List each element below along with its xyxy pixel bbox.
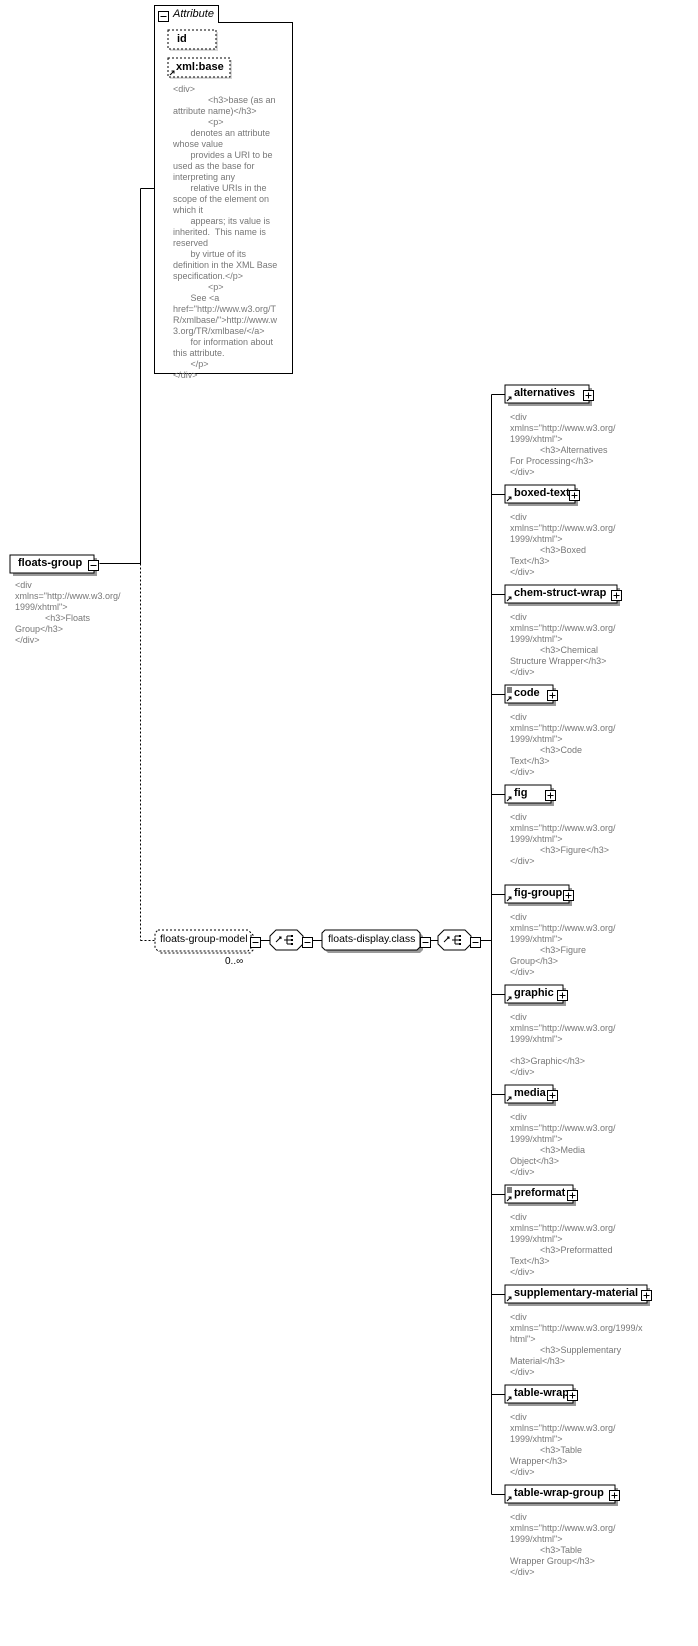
element-box-fig-group[interactable]: fig-group xyxy=(504,884,572,906)
attribute-panel-tab xyxy=(154,5,219,23)
element-box-boxed-text[interactable]: boxed-text xyxy=(504,484,578,506)
attribute-xml-base-documentation: <div> <h3>base (as an attribute name)</h… xyxy=(173,84,278,380)
class-group-box[interactable]: floats-display.class xyxy=(321,929,423,953)
element-box-fig[interactable]: fig xyxy=(504,784,554,806)
element-box-supplementary-material[interactable]: supplementary-material xyxy=(504,1284,650,1306)
element-documentation: <div xmlns="http://www.w3.org/ 1999/xhtm… xyxy=(510,412,616,477)
element-name: graphic xyxy=(514,987,554,999)
element-name: code xyxy=(514,687,540,699)
element-name: boxed-text xyxy=(514,487,570,499)
element-documentation: <div xmlns="http://www.w3.org/ 1999/xhtm… xyxy=(510,712,616,777)
element-name: table-wrap xyxy=(514,1387,570,1399)
element-box-table-wrap-group[interactable]: table-wrap-group xyxy=(504,1484,618,1506)
element-box-graphic[interactable]: graphic xyxy=(504,984,566,1006)
element-documentation: <div xmlns="http://www.w3.org/ 1999/xhtm… xyxy=(510,812,616,866)
element-name: preformat xyxy=(514,1187,566,1199)
element-documentation: <div xmlns="http://www.w3.org/ 1999/xhtm… xyxy=(510,1212,616,1277)
expand-icon[interactable] xyxy=(547,688,558,701)
expand-icon[interactable] xyxy=(557,988,568,1001)
model-group-occurrence: 0..∞ xyxy=(225,956,244,967)
element-name: fig xyxy=(514,787,528,799)
expand-icon[interactable] xyxy=(583,388,594,401)
root-element-name: floats-group xyxy=(18,557,83,569)
element-documentation: <div xmlns="http://www.w3.org/ 1999/xhtm… xyxy=(510,912,616,977)
element-documentation: <div xmlns="http://www.w3.org/1999/x htm… xyxy=(510,1312,643,1377)
attribute-xml-base-name: xml:base xyxy=(176,61,224,73)
element-documentation: <div xmlns="http://www.w3.org/ 1999/xhtm… xyxy=(510,1512,616,1577)
model-group-name: floats-group-model xyxy=(160,933,248,945)
expand-icon[interactable] xyxy=(547,1088,558,1101)
expand-icon[interactable] xyxy=(609,1488,620,1501)
root-collapse-icon[interactable] xyxy=(88,558,99,571)
element-name: supplementary-material xyxy=(514,1287,639,1299)
expand-icon[interactable] xyxy=(569,488,580,501)
class-group-collapse-icon[interactable] xyxy=(420,935,431,948)
element-documentation: <div xmlns="http://www.w3.org/ 1999/xhtm… xyxy=(510,512,616,577)
root-documentation: <div xmlns="http://www.w3.org/ 1999/xhtm… xyxy=(15,580,121,645)
attribute-panel-title: Attribute xyxy=(173,8,214,20)
element-box-chem-struct-wrap[interactable]: chem-struct-wrap xyxy=(504,584,620,606)
element-box-media[interactable]: media xyxy=(504,1084,556,1106)
element-box-preformat[interactable]: preformat xyxy=(504,1184,576,1206)
expand-icon[interactable] xyxy=(567,1388,578,1401)
attribute-xml-base-box[interactable]: xml:base xyxy=(167,57,232,79)
expand-icon[interactable] xyxy=(563,888,574,901)
sequence-compositor-2[interactable] xyxy=(437,929,472,951)
root-element-box[interactable]: floats-group xyxy=(9,554,97,576)
expand-icon[interactable] xyxy=(545,788,556,801)
sequence-2-collapse-icon[interactable] xyxy=(470,935,481,948)
element-documentation: <div xmlns="http://www.w3.org/ 1999/xhtm… xyxy=(510,1012,616,1077)
element-documentation: <div xmlns="http://www.w3.org/ 1999/xhtm… xyxy=(510,612,616,677)
element-name: media xyxy=(514,1087,546,1099)
attribute-id-name: id xyxy=(177,33,187,45)
attribute-collapse-icon[interactable] xyxy=(158,9,169,22)
element-documentation: <div xmlns="http://www.w3.org/ 1999/xhtm… xyxy=(510,1112,616,1177)
element-name: fig-group xyxy=(514,887,563,899)
sequence-compositor-1[interactable] xyxy=(269,929,304,951)
element-box-code[interactable]: code xyxy=(504,684,556,706)
element-box-alternatives[interactable]: alternatives xyxy=(504,384,592,406)
expand-icon[interactable] xyxy=(567,1188,578,1201)
element-name: alternatives xyxy=(514,387,576,399)
element-box-table-wrap[interactable]: table-wrap xyxy=(504,1384,576,1406)
model-group-collapse-icon[interactable] xyxy=(250,935,261,948)
sequence-1-collapse-icon[interactable] xyxy=(302,935,313,948)
element-name: table-wrap-group xyxy=(514,1487,604,1499)
class-group-name: floats-display.class xyxy=(328,933,416,945)
expand-icon[interactable] xyxy=(611,588,622,601)
element-documentation: <div xmlns="http://www.w3.org/ 1999/xhtm… xyxy=(510,1412,616,1477)
attribute-id-box[interactable]: id xyxy=(167,29,218,51)
attribute-panel xyxy=(154,22,293,374)
model-group-box[interactable]: floats-group-model xyxy=(154,929,254,954)
expand-icon[interactable] xyxy=(641,1288,652,1301)
element-name: chem-struct-wrap xyxy=(514,587,607,599)
